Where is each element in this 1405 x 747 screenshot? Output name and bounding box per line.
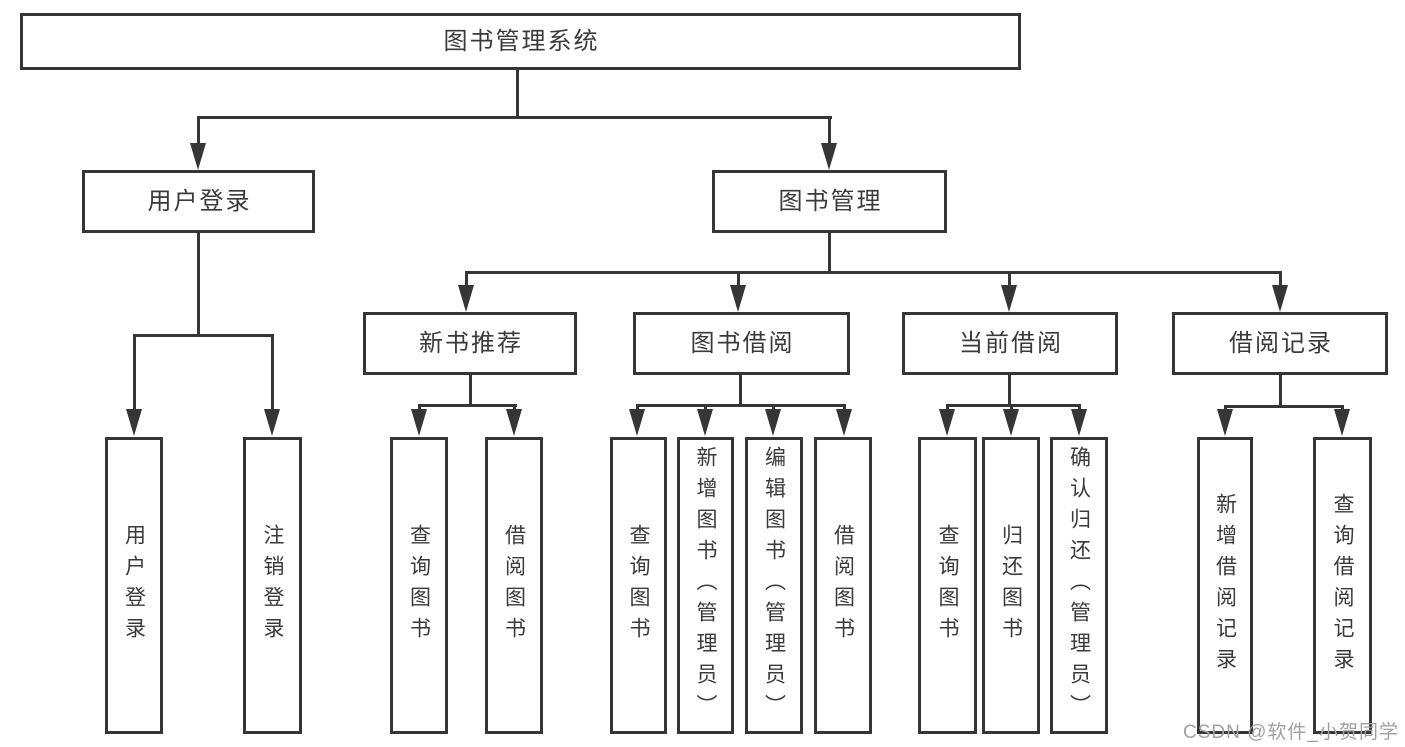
connector-book-borrow-stem	[739, 375, 742, 406]
leaf-label: 借阅图书	[502, 523, 526, 648]
node-label: 图书管理	[778, 187, 883, 215]
connector-drop-user-login	[197, 116, 200, 146]
node-library-management-system: 图书管理系统	[20, 13, 1021, 70]
node-user-login: 用户登录	[82, 170, 315, 233]
leaf-return-books: 归还图书	[982, 437, 1040, 734]
connector-new-book-branch	[418, 404, 517, 407]
arrowhead-icon	[765, 409, 781, 436]
connector-borrow-records-branch	[1224, 405, 1344, 408]
arrowhead-icon	[1217, 409, 1233, 436]
node-new-book-recommend: 新书推荐	[363, 312, 577, 375]
leaf-query-books: 查询图书	[390, 437, 448, 734]
leaf-query-books: 查询图书	[918, 437, 977, 734]
leaf-logout: 注销登录	[243, 437, 302, 734]
node-label: 借阅记录	[1229, 329, 1333, 357]
connector-drop-leaf	[418, 404, 421, 411]
node-current-borrowing: 当前借阅	[902, 312, 1118, 375]
connector-book-borrow-branch	[636, 404, 846, 407]
leaf-query-borrow-record: 查询借阅记录	[1313, 437, 1372, 734]
leaf-add-borrow-record: 新增借阅记录	[1197, 437, 1253, 734]
leaf-label: 用户登录	[122, 523, 146, 648]
connector-root-stem	[516, 68, 519, 118]
connector-root-branch	[197, 116, 832, 119]
leaf-label: 查询借阅记录	[1331, 492, 1354, 679]
node-label: 当前借阅	[959, 329, 1063, 357]
connector-drop-leaf	[843, 404, 846, 411]
connector-drop-leaf	[704, 404, 707, 411]
arrowhead-icon	[821, 143, 837, 170]
arrowhead-icon	[506, 409, 522, 436]
connector-drop-leaf	[636, 404, 639, 411]
leaf-edit-books-admin: 编辑图书（管理员）	[745, 437, 803, 734]
connector-drop-leaf	[772, 404, 775, 411]
connector-book-management-branch	[465, 271, 1282, 274]
connector-drop-leaf	[1224, 405, 1227, 411]
arrowhead-icon	[629, 409, 645, 436]
arrowhead-icon	[190, 143, 206, 170]
leaf-add-books-admin: 新增图书（管理员）	[677, 437, 734, 734]
connector-drop-leaf	[271, 334, 274, 410]
arrowhead-icon	[939, 409, 955, 436]
arrowhead-icon	[458, 285, 474, 312]
connector-drop-leaf	[513, 404, 516, 411]
leaf-label: 借阅图书	[831, 523, 855, 648]
node-label: 图书管理系统	[443, 27, 600, 55]
connector-current-borrow-stem	[1008, 375, 1011, 406]
node-borrowing-records: 借阅记录	[1172, 312, 1388, 375]
node-label: 新书推荐	[419, 329, 523, 357]
arrowhead-icon	[264, 409, 280, 436]
node-label: 用户登录	[147, 187, 252, 215]
watermark: CSDN @软件_小贺同学	[1183, 722, 1399, 743]
leaf-confirm-return-admin: 确认归还（管理员）	[1050, 437, 1108, 734]
connector-drop-new-book	[465, 271, 468, 287]
arrowhead-icon	[1334, 409, 1350, 436]
connector-drop-leaf	[1341, 405, 1344, 411]
connector-current-borrow-branch	[946, 404, 1081, 407]
connector-drop-borrow-records	[1279, 271, 1282, 287]
connector-book-management-stem	[828, 233, 831, 273]
leaf-borrow-books: 借阅图书	[814, 437, 872, 734]
arrowhead-icon	[836, 409, 852, 436]
leaf-label: 归还图书	[999, 523, 1023, 648]
connector-drop-book-management	[828, 116, 831, 146]
arrowhead-icon	[411, 409, 427, 436]
connector-drop-leaf	[1010, 404, 1013, 411]
node-book-borrowing: 图书借阅	[633, 312, 850, 375]
connector-drop-current-borrow	[1008, 271, 1011, 287]
connector-borrow-records-stem	[1279, 375, 1282, 407]
arrowhead-icon	[1001, 285, 1017, 312]
leaf-label: 确认归还（管理员）	[1067, 446, 1091, 725]
arrowhead-icon	[1071, 409, 1087, 436]
connector-drop-leaf	[1078, 404, 1081, 411]
leaf-query-books: 查询图书	[610, 437, 667, 734]
connector-user-login-branch	[133, 334, 274, 337]
arrowhead-icon	[730, 285, 746, 312]
leaf-borrow-books: 借阅图书	[485, 437, 543, 734]
arrowhead-icon	[1003, 409, 1019, 436]
connector-drop-leaf	[133, 334, 136, 410]
node-label: 图书借阅	[690, 329, 795, 357]
leaf-label: 新增图书（管理员）	[694, 446, 717, 725]
leaf-label: 查询图书	[936, 523, 959, 648]
arrowhead-icon	[697, 409, 713, 436]
node-book-management: 图书管理	[712, 170, 947, 233]
leaf-label: 注销登录	[261, 523, 284, 648]
leaf-user-login: 用户登录	[105, 437, 163, 734]
connector-new-book-stem	[469, 375, 472, 406]
connector-drop-leaf	[946, 404, 949, 411]
arrowhead-icon	[1272, 285, 1288, 312]
leaf-label: 查询图书	[627, 523, 650, 648]
leaf-label: 编辑图书（管理员）	[762, 446, 786, 725]
connector-drop-book-borrow	[737, 271, 740, 287]
leaf-label: 新增借阅记录	[1213, 492, 1237, 679]
arrowhead-icon	[126, 409, 142, 436]
connector-user-login-stem	[197, 233, 200, 337]
leaf-label: 查询图书	[407, 523, 431, 648]
